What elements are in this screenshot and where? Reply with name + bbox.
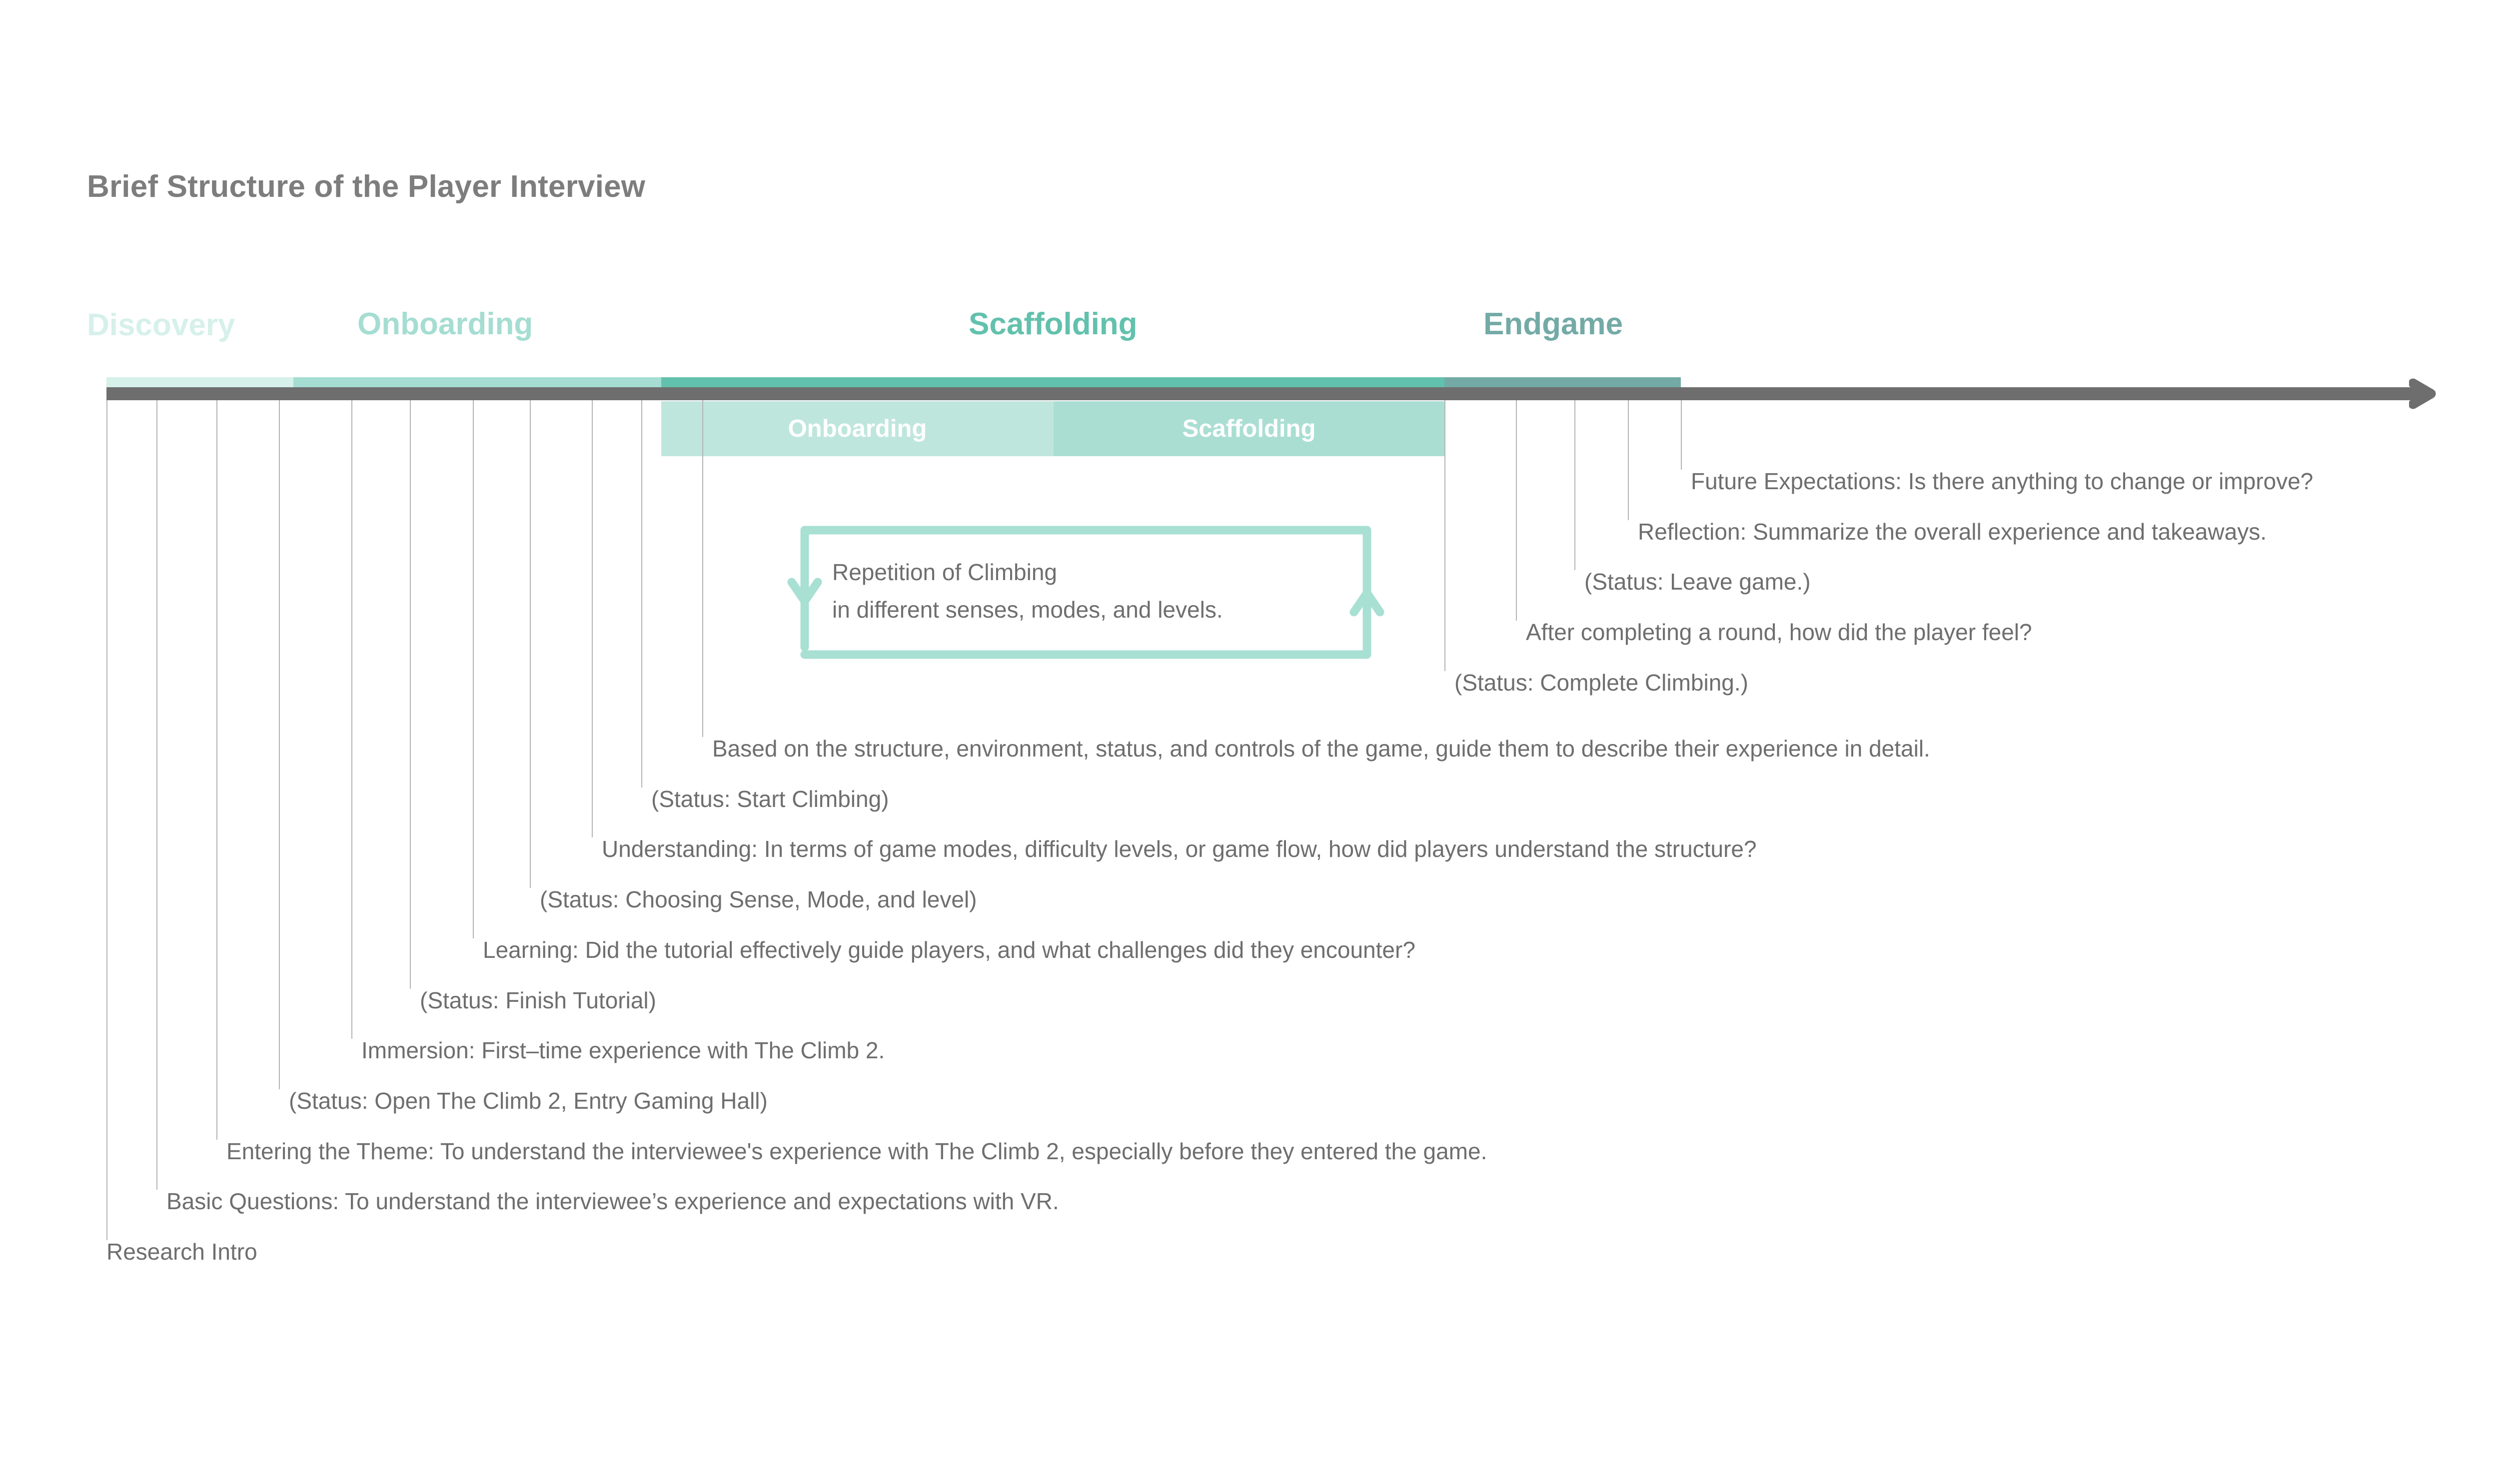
arrow-right-icon bbox=[2408, 378, 2444, 409]
annotation-label: (Status: Choosing Sense, Mode, and level… bbox=[540, 886, 977, 912]
leader-line bbox=[641, 400, 642, 787]
leader-line bbox=[216, 400, 217, 1140]
subband-label: Onboarding bbox=[788, 415, 927, 442]
leader-line bbox=[1516, 400, 1517, 621]
annotation-label: Research Intro bbox=[106, 1239, 257, 1265]
leader-line bbox=[473, 400, 474, 938]
annotation-label: Future Expectations: Is there anything t… bbox=[1691, 468, 2314, 494]
annotation-label: Understanding: In terms of game modes, d… bbox=[602, 836, 1757, 862]
timeline-axis bbox=[106, 387, 2426, 400]
annotation-label: (Status: Open The Climb 2, Entry Gaming … bbox=[289, 1088, 768, 1114]
leader-line bbox=[592, 400, 593, 837]
annotation-label: Learning: Did the tutorial effectively g… bbox=[483, 937, 1415, 963]
phase-label-discovery: Discovery bbox=[87, 308, 235, 342]
annotation-label: After completing a round, how did the pl… bbox=[1526, 619, 2032, 645]
leader-line bbox=[410, 400, 411, 989]
annotation-label: (Status: Finish Tutorial) bbox=[420, 987, 656, 1013]
phase-label-onboarding: Onboarding bbox=[357, 307, 533, 341]
leader-line bbox=[702, 400, 703, 737]
phase-label-endgame: Endgame bbox=[1483, 307, 1623, 341]
leader-line bbox=[351, 400, 352, 1039]
annotation-label: (Status: Start Climbing) bbox=[651, 786, 889, 812]
annotation-label: Reflection: Summarize the overall experi… bbox=[1638, 519, 2267, 545]
phase-label-scaffolding: Scaffolding bbox=[969, 307, 1138, 341]
annotation-label: (Status: Leave game.) bbox=[1584, 569, 1811, 595]
annotation-label: (Status: Complete Climbing.) bbox=[1454, 670, 1748, 696]
subband-scaffolding: Scaffolding bbox=[1054, 401, 1444, 456]
annotation-label: Based on the structure, environment, sta… bbox=[712, 736, 1930, 761]
loop-line-1: Repetition of Climbing bbox=[832, 559, 1058, 585]
loop-line-2: in different senses, modes, and levels. bbox=[832, 596, 1223, 623]
annotation-label: Basic Questions: To understand the inter… bbox=[166, 1188, 1059, 1214]
annotation-label: Entering the Theme: To understand the in… bbox=[226, 1138, 1487, 1164]
leader-line bbox=[1444, 400, 1445, 671]
subband-onboarding: Onboarding bbox=[661, 401, 1054, 456]
leader-line bbox=[156, 400, 157, 1190]
subband-label: Scaffolding bbox=[1182, 415, 1316, 442]
page-title: Brief Structure of the Player Interview bbox=[87, 169, 646, 204]
leader-line bbox=[1574, 400, 1575, 570]
leader-line bbox=[106, 400, 107, 1240]
loop-text: Repetition of Climbing in different sens… bbox=[832, 554, 1223, 628]
annotation-label: Immersion: First–time experience with Th… bbox=[361, 1037, 885, 1063]
leader-line bbox=[1681, 400, 1682, 470]
leader-line bbox=[279, 400, 280, 1089]
repetition-loop: Repetition of Climbing in different sens… bbox=[785, 521, 1387, 664]
leader-line bbox=[530, 400, 531, 888]
leader-line bbox=[1628, 400, 1629, 520]
